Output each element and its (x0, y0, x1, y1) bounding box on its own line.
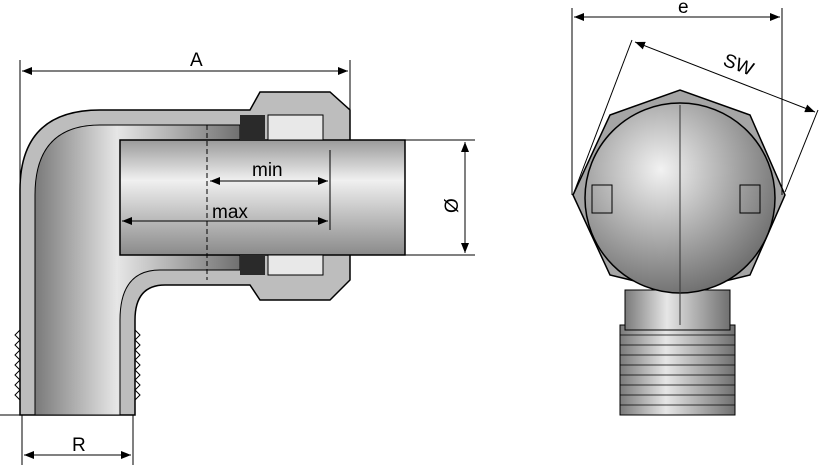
label-diameter: Ø (442, 198, 463, 213)
elbow-fitting-section (14, 91, 406, 416)
label-max: max (212, 202, 248, 223)
fitting-front-view (572, 89, 786, 416)
dimension-SW (634, 41, 816, 113)
label-min: min (252, 160, 283, 181)
dimensions-right (571, 8, 819, 196)
label-SW: SW (720, 50, 756, 81)
label-R: R (72, 435, 86, 456)
label-A: A (190, 50, 203, 71)
label-e: e (678, 0, 689, 18)
dimensions-left (0, 60, 475, 465)
